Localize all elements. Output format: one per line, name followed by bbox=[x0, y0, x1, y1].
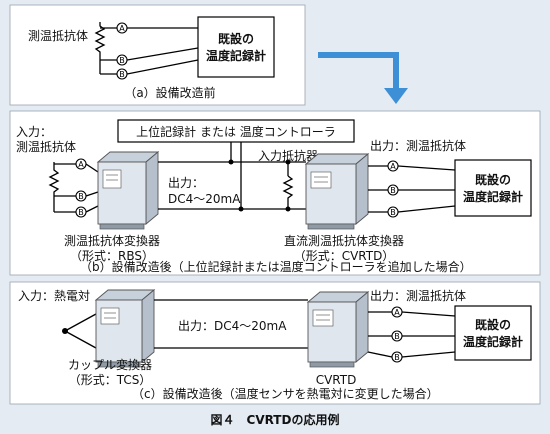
cvrtd-converter-device-icon bbox=[304, 153, 370, 230]
panel-b-input-label-1: 入力： bbox=[16, 125, 52, 139]
recorder-label-line2: 温度記録計 bbox=[206, 48, 266, 63]
panel-b-output-signal-2: DC4～20mA bbox=[168, 192, 241, 206]
figure-caption: 図４ CVRTDの応用例 bbox=[211, 412, 340, 427]
svg-text:B: B bbox=[119, 70, 125, 79]
panel-c-recorder-box bbox=[454, 305, 532, 361]
panel-a-caption: （a）設備改造前 bbox=[124, 85, 215, 100]
recorder-label-line2: 温度記録計 bbox=[463, 334, 523, 349]
tcs-device-label-2: （形式：TCS） bbox=[69, 373, 152, 387]
input-resistor-label: 入力抵抗器 bbox=[258, 148, 318, 163]
panel-a-sensor-label: 測温抵抗体 bbox=[28, 28, 88, 43]
tcs-converter-device-icon bbox=[94, 289, 156, 368]
recorder-label-line1: 既設の bbox=[475, 317, 511, 332]
rbs-device-label-1: 測温抵抗体変換器 bbox=[64, 233, 160, 248]
panel-b-input-label-2: 測温抵抗体 bbox=[16, 139, 76, 154]
panel-c-input-label: 入力：熱電対 bbox=[18, 289, 90, 303]
svg-text:B: B bbox=[78, 208, 84, 217]
panel-b-sensor-resistor-icon bbox=[48, 162, 76, 213]
panel-c-output-terminals: A B B bbox=[391, 306, 403, 363]
panel-c-caption: （c）設備改造後（温度センサを熱電対に変更した場合） bbox=[132, 386, 439, 401]
panel-b-output-label: 出力：測温抵抗体 bbox=[370, 138, 466, 153]
thermocouple-icon bbox=[62, 313, 97, 349]
panel-a-resistor-icon bbox=[94, 22, 117, 75]
svg-text:B: B bbox=[394, 353, 400, 362]
panel-c-signal-wires bbox=[154, 299, 308, 349]
panel-c-output-signal: 出力：DC4～20mA bbox=[178, 319, 287, 333]
svg-text:A: A bbox=[78, 160, 84, 169]
svg-text:B: B bbox=[394, 332, 400, 341]
svg-text:A: A bbox=[119, 24, 125, 33]
rbs-converter-device-icon bbox=[96, 151, 160, 230]
transition-arrow-icon bbox=[318, 52, 408, 104]
cvrtd-device-icon bbox=[306, 291, 370, 368]
upper-recorder-label: 上位記録計 または 温度コントローラ bbox=[136, 124, 336, 139]
recorder-label-line1: 既設の bbox=[475, 172, 511, 187]
panel-b-output-signal-1: 出力： bbox=[168, 176, 204, 190]
panel-b-signal-wires bbox=[158, 159, 306, 212]
panel-b-input-terminals: A B B bbox=[75, 158, 87, 218]
panel-b-caption: （b）設備改造後（上位記録計または温度コントローラを追加した場合） bbox=[80, 259, 472, 274]
svg-text:B: B bbox=[119, 56, 125, 65]
cvrtd-device-label-1: 直流測温抵抗体変換器 bbox=[284, 233, 404, 248]
panel-a-wires bbox=[126, 27, 199, 75]
svg-text:A: A bbox=[394, 308, 400, 317]
rbs-device-label-2: （形式：RBS） bbox=[70, 249, 154, 263]
cvrtd-device-label-2: （形式：CVRTD） bbox=[294, 249, 395, 263]
panel-b-recorder-box bbox=[454, 159, 532, 217]
cvrtd-label: CVRTD bbox=[316, 373, 357, 387]
recorder-label-line2: 温度記録計 bbox=[463, 189, 523, 204]
svg-text:B: B bbox=[78, 192, 84, 201]
svg-text:B: B bbox=[390, 208, 396, 217]
svg-text:B: B bbox=[390, 186, 396, 195]
recorder-label-line1: 既設の bbox=[218, 31, 254, 46]
svg-text:A: A bbox=[390, 162, 396, 171]
upper-recorder-box bbox=[117, 119, 355, 143]
panel-b-output-terminals: A B B bbox=[387, 160, 399, 218]
tcs-device-label-1: カップル変換器 bbox=[68, 357, 152, 372]
panel-c-output-label: 出力：測温抵抗体 bbox=[370, 288, 466, 303]
panel-a-recorder-box bbox=[197, 16, 275, 78]
